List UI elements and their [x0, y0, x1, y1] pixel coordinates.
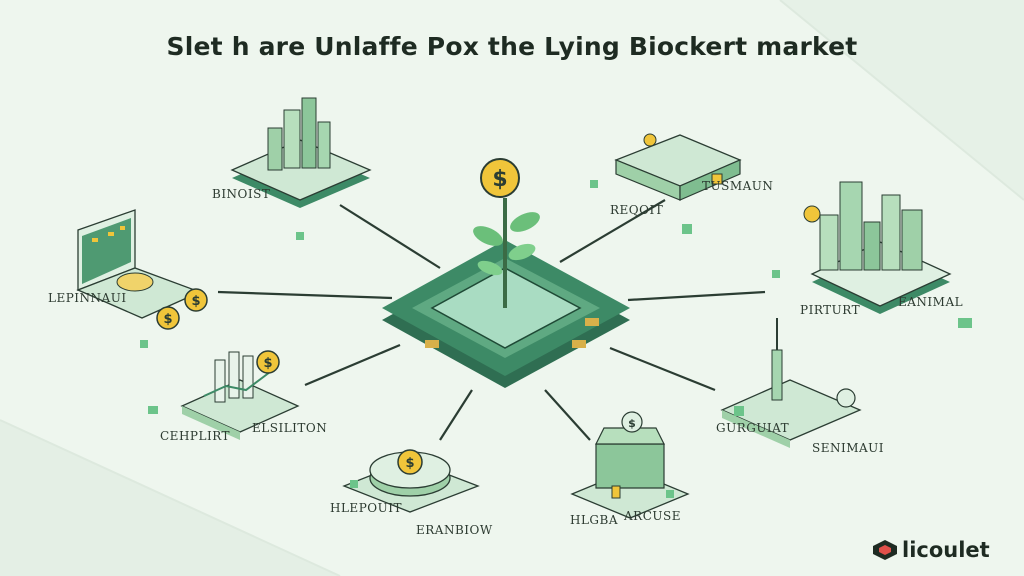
node-bottom-left-upper-chart: $ CEHPLIRT ELSILITON — [148, 350, 327, 443]
label-bottom-left-upper-2: ELSILITON — [252, 421, 327, 435]
brand-logo: licoulet — [872, 538, 990, 562]
node-right-buildings: PIRTURT EANIMAL — [772, 181, 972, 328]
connector-top-right — [559, 199, 666, 263]
node-left-laptop: $ $ LEPINNAUI — [48, 209, 208, 348]
svg-text:$: $ — [405, 456, 414, 471]
svg-text:$: $ — [191, 294, 200, 309]
label-top-right-2: TUSMAUN — [702, 179, 773, 193]
label-right-1: PIRTURT — [800, 303, 860, 317]
center-platform: $ — [382, 158, 630, 388]
connector-right — [627, 290, 766, 302]
label-bottom-right-upper-2: SENIMAUI — [812, 441, 884, 455]
connector-lines — [217, 199, 766, 441]
label-bottom-left-upper-1: CEHPLIRT — [160, 429, 230, 443]
node-top-right-box: REQOIT TUSMAUN — [590, 133, 773, 234]
label-bottom-left-1: HLEPOUIT — [330, 501, 402, 515]
svg-text:$: $ — [492, 167, 507, 192]
logo-text: licoulet — [902, 538, 990, 562]
label-top-right-1: REQOIT — [610, 203, 663, 217]
label-top-left-1: BINOIST — [212, 187, 270, 201]
svg-text:$: $ — [263, 356, 272, 371]
connector-top-left — [339, 204, 441, 269]
connector-bottom-left-upper — [304, 343, 401, 387]
page-title: Slet h are Unlaffe Pox the Lying Biocker… — [166, 32, 858, 61]
label-bottom-left-2: ERANBIOW — [416, 523, 493, 537]
node-bottom-right-bank: $ HLGBA ARCUSE — [570, 411, 690, 527]
logo-icon — [873, 540, 897, 560]
label-bottom-right-upper-1: GURGUIAT — [716, 421, 789, 435]
label-left-1: LEPINNAUI — [48, 291, 127, 305]
connector-left — [217, 290, 393, 300]
connector-bottom-right-upper — [609, 346, 716, 392]
svg-text:$: $ — [628, 417, 636, 430]
label-right-2: EANIMAL — [898, 295, 963, 309]
label-bottom-right-2: ARCUSE — [623, 509, 681, 523]
label-bottom-right-1: HLGBA — [570, 513, 618, 527]
svg-text:$: $ — [163, 312, 172, 327]
node-top-left-buildings: BINOIST — [212, 97, 372, 240]
connector-bottom-right — [544, 389, 591, 441]
node-bottom-right-upper-tower: GURGUIAT SENIMAUI — [716, 318, 884, 455]
connector-bottom-left — [439, 389, 473, 441]
node-bottom-left-disc: $ HLEPOUIT ERANBIOW — [330, 449, 493, 537]
